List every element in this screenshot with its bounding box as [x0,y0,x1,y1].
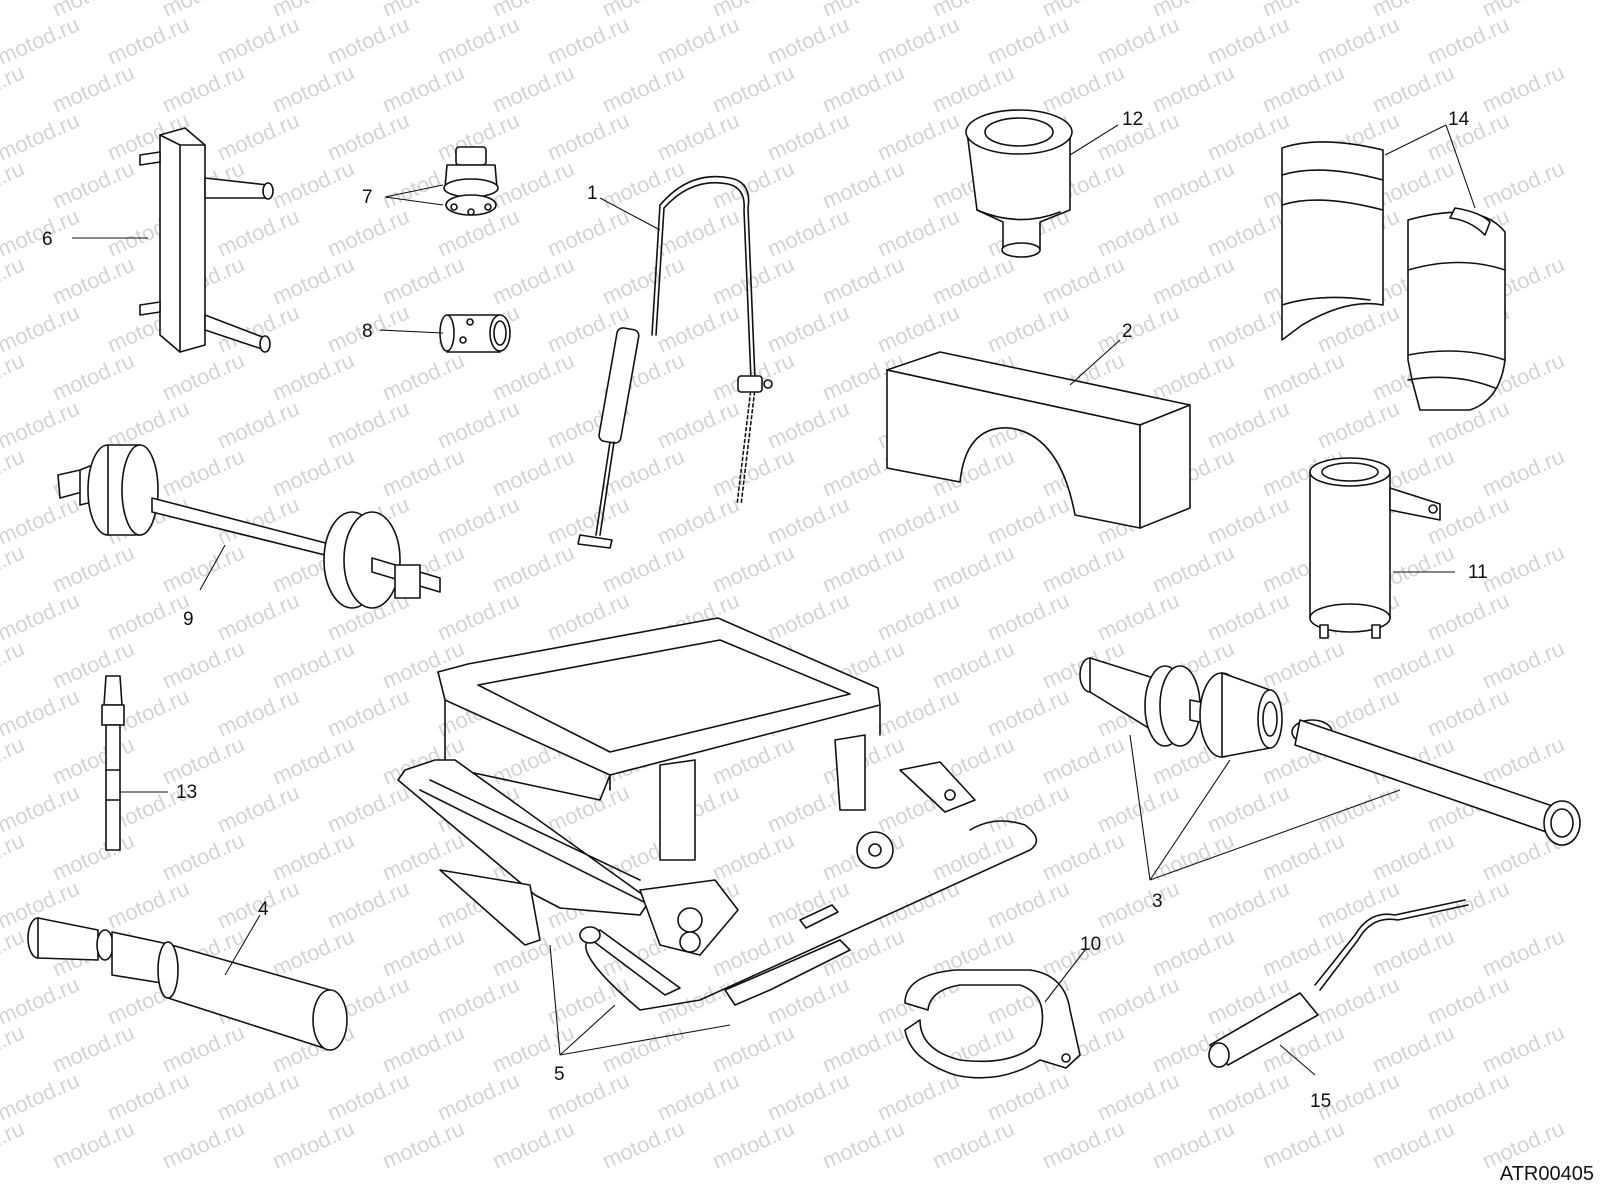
tool-11-tube-wrench [1309,457,1441,639]
callout-13: 13 [176,782,198,803]
tool-1-syringe [577,175,773,549]
callout-11: 11 [1468,562,1488,583]
callout-12: 12 [1122,109,1144,130]
tool-5-scissor-lift [397,617,1038,1011]
tool-12-socket [965,109,1073,258]
tool-10-ring-spanner [904,969,1081,1079]
tool-2-block [886,351,1191,529]
tool-3-bushing-set [1079,657,1581,846]
tool-9-puller-bar [57,444,441,609]
tool-6-pin-bracket [139,127,274,353]
tool-8-socket [439,314,511,353]
tool-7-puller-head [443,146,499,216]
callout-1: 1 [587,183,598,204]
callout-9: 9 [183,609,194,630]
drawing-code: ATR00405 [1499,1163,1594,1185]
leader-lines [72,124,1476,1076]
callout-14: 14 [1448,109,1470,130]
callout-4: 4 [258,899,269,920]
tool-13-fitting [101,675,125,851]
callout-2: 2 [1122,321,1133,342]
tool-15-probe [1208,899,1469,1068]
callout-5: 5 [554,1064,565,1085]
callout-3: 3 [1152,891,1163,912]
tool-14-half-shells [1281,141,1506,411]
callout-7: 7 [362,187,373,208]
callout-15: 15 [1310,1091,1332,1112]
tool-4-slide-hammer [27,917,348,1051]
callout-10: 10 [1080,934,1102,955]
callout-8: 8 [362,321,373,342]
callout-6: 6 [42,229,53,250]
